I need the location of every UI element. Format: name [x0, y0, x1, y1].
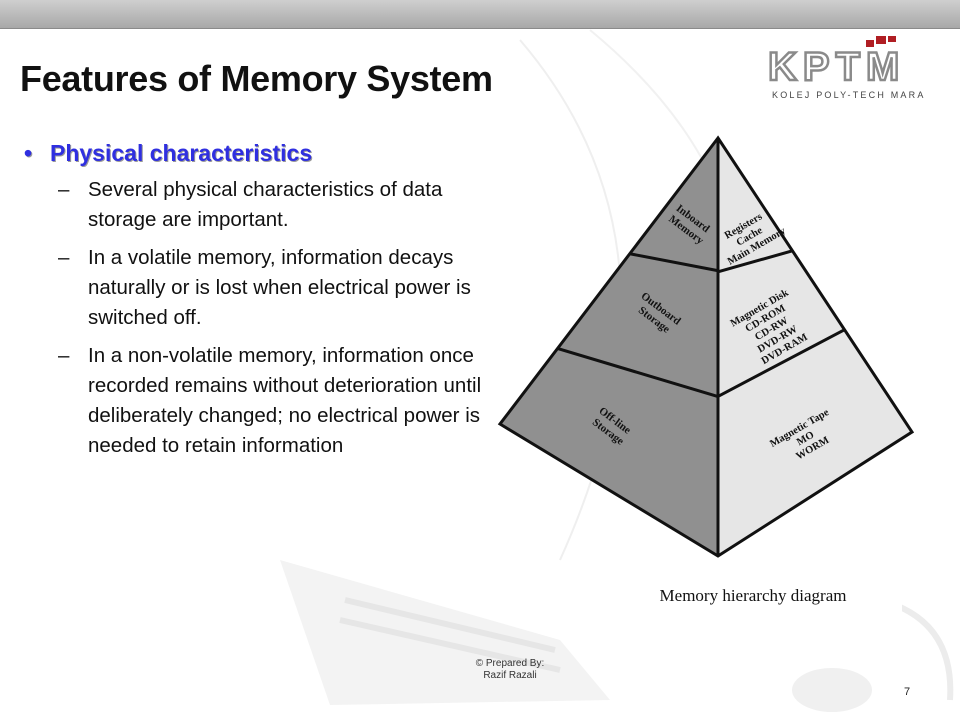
bullet-heading: • Physical characteristics — [20, 140, 490, 167]
pyramid-left-face — [500, 138, 718, 556]
footer-credit-line1: © Prepared By: — [475, 658, 545, 669]
diagram-caption: Memory hierarchy diagram — [604, 582, 902, 622]
sub-point-text: In a non-volatile memory, information on… — [88, 344, 482, 457]
dash-marker: – — [58, 344, 70, 367]
sub-point: – In a volatile memory, information deca… — [58, 243, 490, 333]
slide-title: Features of Memory System — [20, 58, 493, 99]
text-content: • Physical characteristics – Several phy… — [20, 140, 490, 469]
svg-text:KOLEJ POLY-TECH MARA: KOLEJ POLY-TECH MARA — [772, 90, 926, 100]
dash-marker: – — [58, 246, 70, 269]
dash-marker: – — [58, 178, 70, 201]
footer-credit-line2: Razif Razali — [483, 670, 537, 681]
sub-point-text: In a volatile memory, information decays… — [88, 246, 471, 329]
page-number: 7 — [903, 686, 911, 698]
sub-point: – In a non-volatile memory, information … — [58, 341, 490, 461]
sub-point: – Several physical characteristics of da… — [58, 175, 490, 235]
sub-points-list: – Several physical characteristics of da… — [58, 175, 490, 461]
memory-hierarchy-pyramid: Inboard Memory Registers Cache Main Memo… — [497, 135, 915, 558]
kptm-logo: KPTM KOLEJ POLY-TECH MARA — [767, 36, 926, 100]
top-bar — [0, 0, 960, 29]
sub-point-text: Several physical characteristics of data… — [88, 178, 443, 231]
svg-text:KPTM: KPTM — [768, 45, 905, 89]
bullet-dot: • — [24, 140, 33, 166]
footer-credit: © Prepared By: Razif Razali — [440, 658, 580, 682]
pyramid-right-face — [718, 138, 912, 556]
bullet-heading-text: Physical characteristics — [50, 140, 313, 166]
